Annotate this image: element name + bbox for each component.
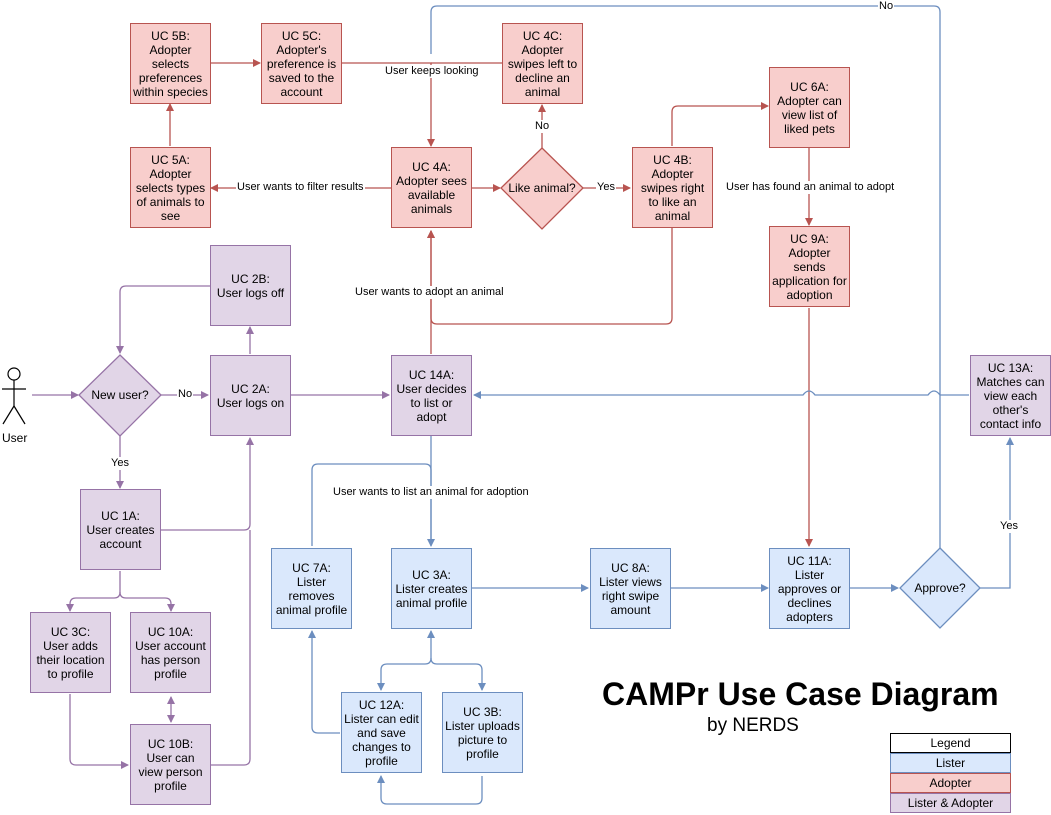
diagram-title: CAMPr Use Case Diagram (602, 676, 999, 712)
legend-adopter: Adopter (890, 773, 1011, 793)
edge-4b-6a (671, 102, 769, 146)
edge-3a-3b (430, 657, 486, 691)
uc-4c-box: UC 4C: Adopter swipes left to decline an… (502, 23, 583, 104)
uc-1a-box: UC 1A: User creates account (80, 489, 161, 570)
edge-2b-newuser (116, 285, 210, 354)
uc-7a-box: UC 7A: Lister removes animal profile (271, 548, 352, 629)
uc-2b-box: UC 2B: User logs off (210, 245, 291, 326)
decision-like-animal-label: Like animal? (508, 181, 576, 195)
edge-approve-no (430, 5, 941, 548)
uc-2a-box: UC 2A: User logs on (210, 355, 291, 436)
uc-9a-box: UC 9A: Adopter sends application for ado… (769, 226, 850, 307)
uc-4a-box: UC 4A: Adopter sees available animals (391, 147, 472, 228)
label-user-keeps-looking: User keeps looking (384, 65, 480, 78)
edge-1a-3c (66, 571, 121, 612)
uc-5b-box: UC 5B: Adopter selects preferences withi… (130, 23, 211, 104)
uc-12a-box: UC 12A: Lister can edit and save changes… (341, 692, 422, 773)
edge-3a-7a (311, 463, 432, 546)
uc-10a-box: UC 10A: User account has person profile (130, 612, 211, 693)
label-want-list: User wants to list an animal for adoptio… (332, 486, 530, 499)
edge-3a-12a (377, 630, 435, 691)
uc-10b-box: UC 10B: User can view person profile (130, 724, 211, 805)
edge-12a-3b (377, 775, 483, 805)
decision-new-user-label: New user? (91, 388, 149, 402)
legend-both: Lister & Adopter (890, 793, 1011, 813)
edge-approve-13a (980, 437, 1014, 589)
edge-13a-14a (473, 390, 969, 399)
diagram-subtitle: by NERDS (707, 715, 799, 736)
uc-3a-box: UC 3A: Lister creates animal profile (391, 548, 472, 629)
user-actor-figure (2, 367, 26, 425)
uc-14a-box: UC 14A: User decides to list or adopt (391, 355, 472, 436)
uc-5a-box: UC 5A: Adopter selects types of animals … (130, 147, 211, 228)
label-no-new-user: No (177, 388, 194, 401)
edge-3c-10b (69, 694, 129, 769)
label-filter-results: User wants to filter results (236, 181, 365, 194)
label-yes-new-user: Yes (110, 457, 130, 470)
user-actor-label: User (2, 431, 28, 445)
decision-like-animal (500, 147, 584, 230)
uc-11a-box: UC 11A: Lister approves or declines adop… (769, 548, 850, 629)
decision-approve (899, 547, 981, 629)
uc-6a-box: UC 6A: Adopter can view list of liked pe… (769, 67, 850, 148)
uc-3b-box: UC 3B: Lister uploads picture to profile (442, 692, 523, 773)
legend-lister: Lister (890, 753, 1011, 773)
label-found-animal: User has found an animal to adopt (725, 181, 896, 194)
edge-10b-2a (211, 530, 251, 766)
label-no-approve: No (878, 0, 895, 13)
label-yes-approve: Yes (999, 520, 1019, 533)
edge-12a-7a (308, 630, 340, 734)
uc-5c-box: UC 5C: Adopter's preference is saved to … (261, 23, 342, 104)
uc-4b-box: UC 4B: Adopter swipes right to like an a… (632, 147, 713, 228)
uc-13a-box: UC 13A: Matches can view each other's co… (970, 355, 1051, 436)
legend-title: Legend (890, 733, 1011, 753)
edge-1a-10a (119, 591, 175, 612)
decision-approve-label: Approve? (914, 581, 966, 595)
edge-4b-4a (427, 228, 673, 325)
edge-1a-2a (161, 437, 254, 531)
uc-3c-box: UC 3C: User adds their location to profi… (30, 612, 111, 693)
label-yes-like: Yes (596, 181, 616, 194)
label-no-like: No (534, 120, 551, 133)
uc-8a-box: UC 8A: Lister views right swipe amount (590, 548, 671, 629)
label-want-adopt: User wants to adopt an animal (354, 286, 505, 299)
decision-new-user (78, 354, 162, 437)
